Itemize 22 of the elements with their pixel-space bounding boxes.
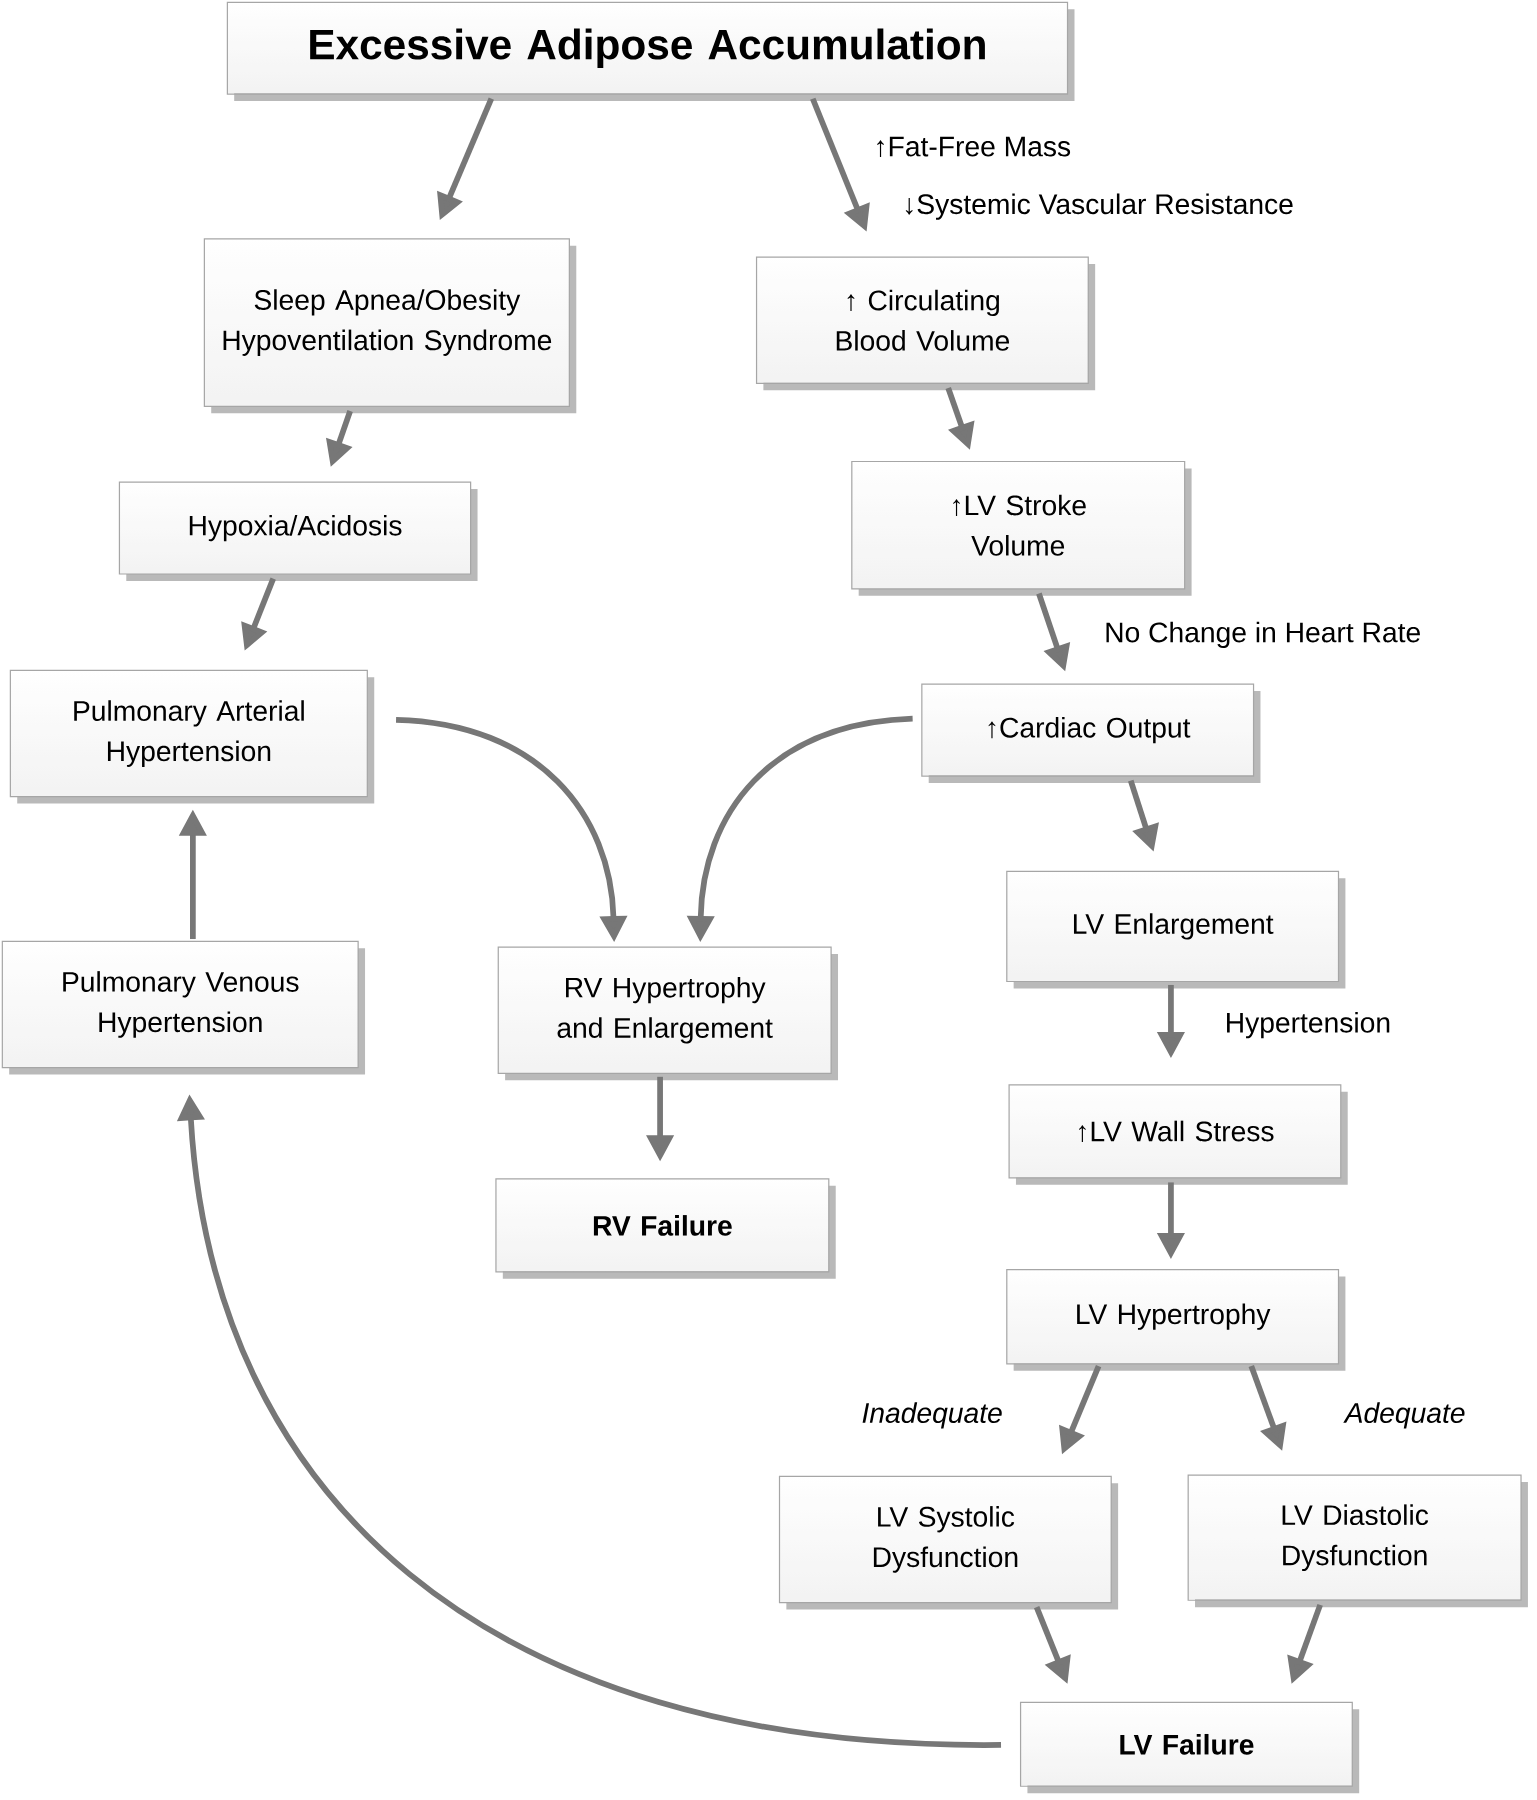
process-box: ↑LV Stroke Volume [851,460,1192,596]
process-box: LV Enlargement [1006,870,1346,989]
note-label: ↑Fat-Free Mass [877,136,1071,158]
process-box: LV Diastolic Dysfunction [1187,1474,1528,1608]
process-box: ↑Cardiac Output [921,683,1261,783]
process-box: ↑ Circulating Blood Volume [755,256,1096,391]
process-box: Pulmonary Arterial Hypertension [9,669,375,804]
process-box: Hypoxia/Acidosis [118,481,478,581]
process-box: LV Failure [1019,1701,1360,1794]
edge-label: Inadequate [857,1398,1007,1433]
process-box: Sleep Apnea/Obesity Hypoventilation Syndrome [203,238,577,414]
process-box: LV Hypertrophy [1006,1269,1346,1371]
edge-label: Adequate [1340,1398,1470,1433]
edge-label: No Change in Heart Rate [1100,617,1426,652]
process-box: RV Hypertrophy and Enlargement [497,946,838,1081]
process-box: LV Systolic Dysfunction [778,1475,1119,1610]
note-label: ↓Systemic Vascular Resistance [905,193,1293,220]
process-box: Pulmonary Venous Hypertension [1,940,365,1075]
process-box: RV Failure [495,1178,836,1279]
process-box: Excessive Adipose Accumulation [226,1,1075,101]
edge-label: Hypertension [1220,1007,1396,1043]
process-box: ↑LV Wall Stress [1008,1084,1348,1185]
